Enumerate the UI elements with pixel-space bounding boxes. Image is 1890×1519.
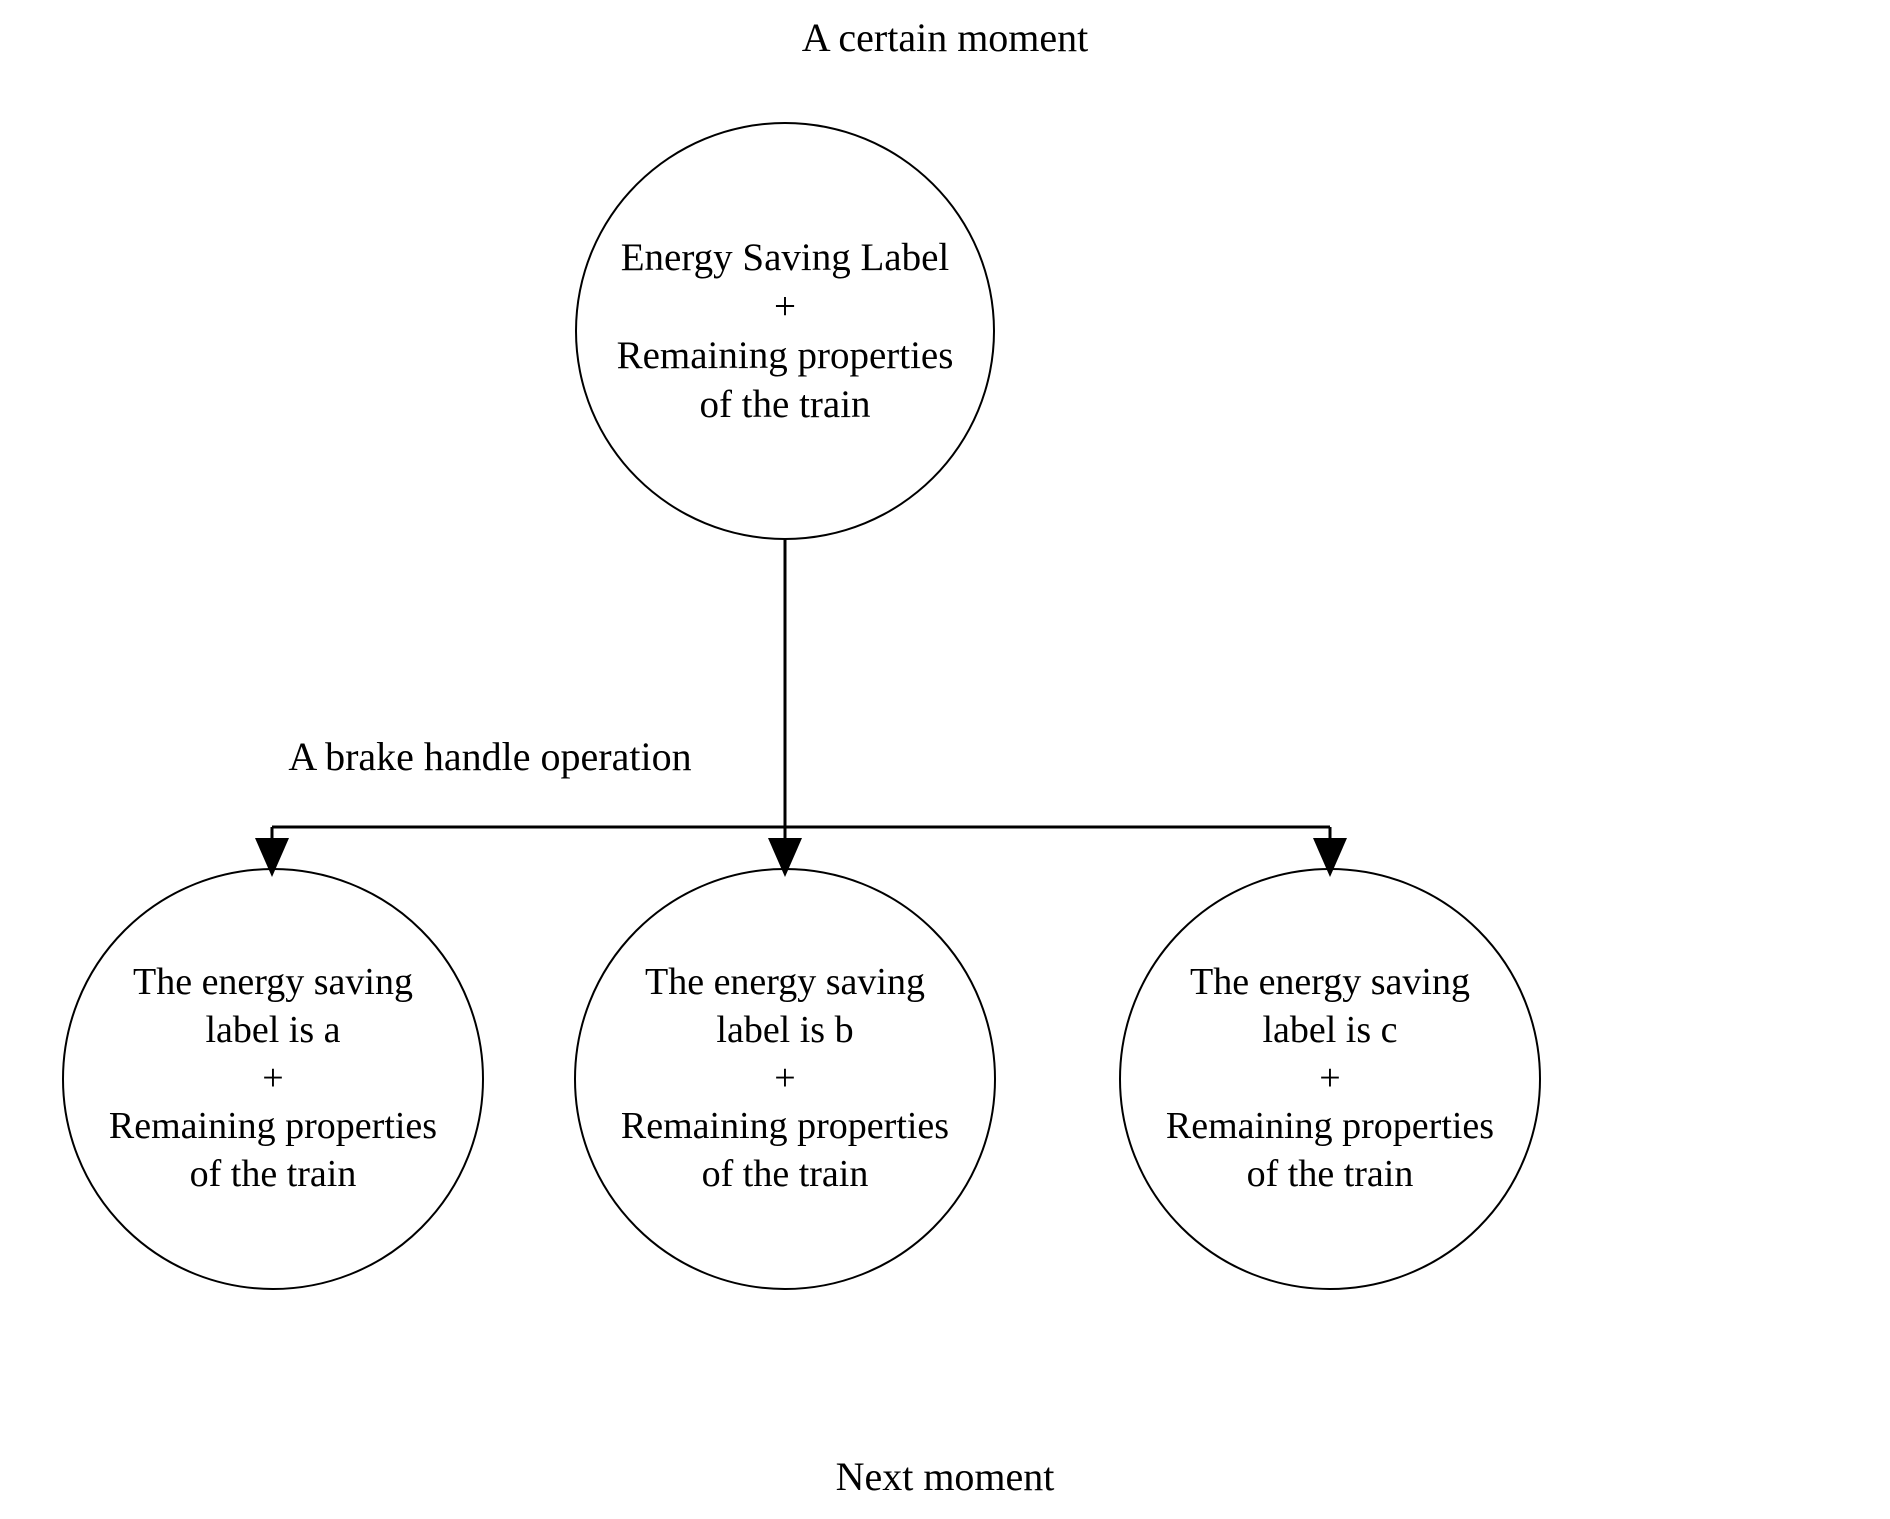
node-root-state: Energy Saving Label + Remaining properti… bbox=[575, 122, 995, 540]
node-state-a: The energy saving label is a + Remaining… bbox=[62, 868, 484, 1290]
node-root-label: Energy Saving Label + Remaining properti… bbox=[616, 235, 954, 427]
node-state-c-label: The energy saving label is c + Remaining… bbox=[1165, 961, 1495, 1195]
bottom-caption: Next moment bbox=[835, 1454, 1055, 1499]
node-state-b-label: The energy saving label is b + Remaining… bbox=[620, 961, 950, 1195]
edge-label-brake-handle-operation: A brake handle operation bbox=[288, 734, 692, 779]
node-state-b: The energy saving label is b + Remaining… bbox=[574, 868, 996, 1290]
node-state-a-label: The energy saving label is a + Remaining… bbox=[108, 961, 438, 1195]
node-state-c: The energy saving label is c + Remaining… bbox=[1119, 868, 1541, 1290]
top-caption: A certain moment bbox=[801, 15, 1089, 60]
